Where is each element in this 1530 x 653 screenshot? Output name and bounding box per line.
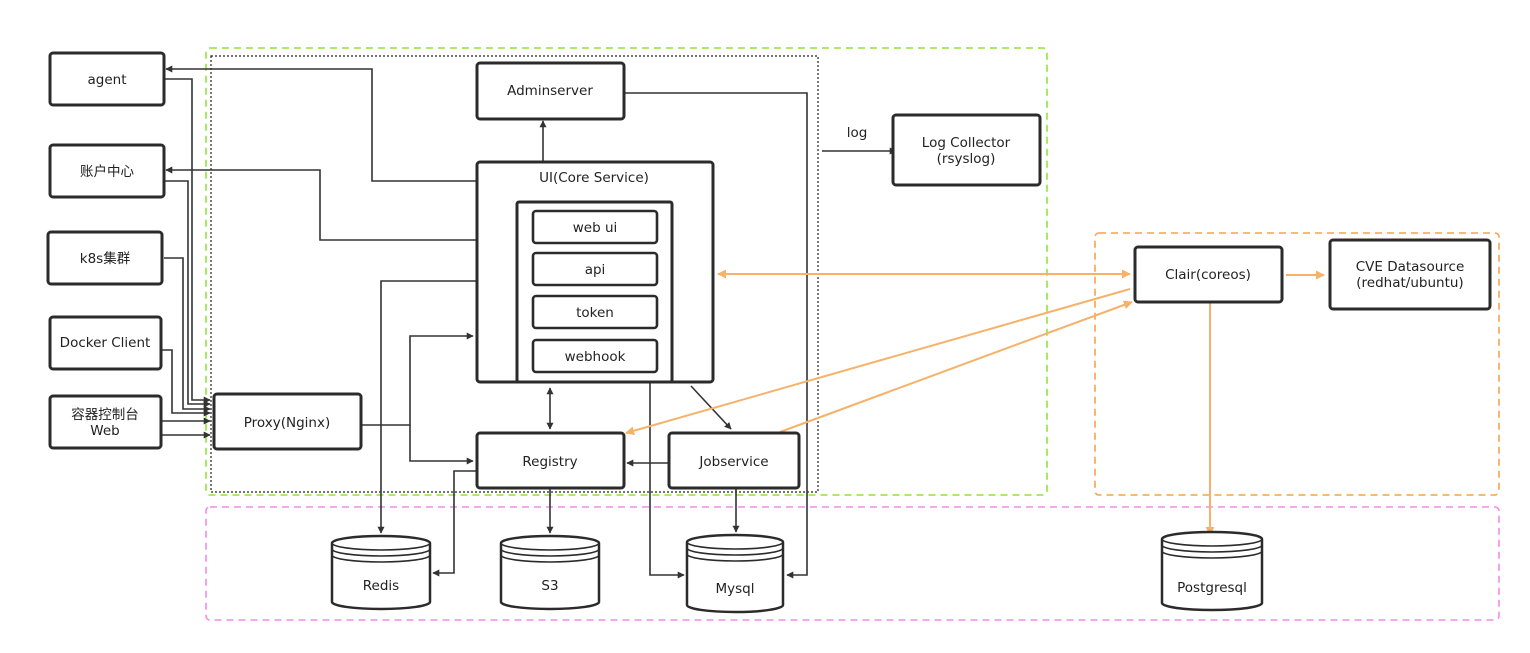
s3-label: S3 xyxy=(541,578,558,594)
connector-proxy-ui xyxy=(362,332,474,426)
postgresql-label: Postgresql xyxy=(1177,580,1247,596)
k8s-label: k8s集群 xyxy=(80,251,131,267)
connector-ui-jobservice xyxy=(690,385,732,430)
proxy-label: Proxy(Nginx) xyxy=(244,415,330,431)
api-label: api xyxy=(585,262,606,278)
storage-region xyxy=(205,506,1500,621)
connector-adminserver-mysql xyxy=(625,92,808,579)
jobservice-box: Jobservice xyxy=(667,431,801,490)
core-service-label: UI(Core Service) xyxy=(539,170,649,186)
webhook-label: webhook xyxy=(565,349,626,365)
jobservice-label: Jobservice xyxy=(698,454,768,470)
agent-label: agent xyxy=(88,72,127,88)
core-service-box: UI(Core Service) web ui api token webhoo… xyxy=(475,160,715,384)
postgresql-database-icon: Postgresql xyxy=(1160,530,1264,612)
token-box: token xyxy=(531,294,659,330)
redis-database-icon: Redis xyxy=(330,534,432,611)
webhook-box: webhook xyxy=(531,338,659,374)
container-console-label-1: 容器控制台 xyxy=(71,406,139,423)
token-label: token xyxy=(576,305,614,321)
redis-label: Redis xyxy=(363,578,399,594)
docker-client-label: Docker Client xyxy=(60,335,151,351)
orange-connectors xyxy=(625,269,1325,536)
cve-datasource-box: CVE Datasource (redhat/ubuntu) xyxy=(1328,238,1492,311)
registry-box: Registry xyxy=(475,431,626,490)
api-box: api xyxy=(531,251,659,287)
connector-ui-account-center xyxy=(165,166,476,241)
registry-label: Registry xyxy=(522,454,577,470)
connector-agent-proxy xyxy=(164,78,211,404)
clair-label: Clair(coreos) xyxy=(1165,267,1251,283)
connector-ui-agent xyxy=(165,65,476,182)
web-ui-box: web ui xyxy=(531,209,659,245)
proxy-box: Proxy(Nginx) xyxy=(212,392,363,451)
container-console-box: 容器控制台 Web xyxy=(48,394,163,450)
clair-box: Clair(coreos) xyxy=(1133,245,1284,304)
clair-region xyxy=(1094,232,1500,496)
cve-datasource-label-2: (redhat/ubuntu) xyxy=(1356,275,1463,291)
log-collector-box: Log Collector (rsyslog) xyxy=(891,113,1042,187)
connector-proxy-registry xyxy=(409,425,474,465)
web-ui-label: web ui xyxy=(573,220,618,236)
core-inner-box xyxy=(515,200,674,384)
s3-storage-icon: S3 xyxy=(499,534,601,611)
connector-k8s-proxy xyxy=(164,257,211,413)
connector-ui-redis xyxy=(377,280,476,534)
connector-ui-mysql xyxy=(649,383,685,579)
connector-clair-registry xyxy=(625,288,1131,436)
mysql-database-icon: Mysql xyxy=(685,533,785,614)
adminserver-box: Adminserver xyxy=(475,61,626,121)
dark-connectors xyxy=(162,65,897,579)
mysql-label: Mysql xyxy=(716,581,755,597)
connector-account-proxy xyxy=(164,180,211,408)
connector-registry-redis xyxy=(432,470,476,577)
container-console-label-2: Web xyxy=(90,423,119,439)
log-label: log xyxy=(847,125,868,141)
account-center-label: 账户中心 xyxy=(80,163,134,180)
log-collector-label-1: Log Collector xyxy=(922,135,1011,151)
k8s-box: k8s集群 xyxy=(46,230,164,286)
log-collector-label-2: (rsyslog) xyxy=(937,151,996,167)
cve-datasource-label-1: CVE Datasource xyxy=(1356,259,1465,275)
adminserver-label: Adminserver xyxy=(507,83,593,99)
docker-client-box: Docker Client xyxy=(48,315,163,371)
account-center-box: 账户中心 xyxy=(48,143,166,199)
connector-jobservice-clair xyxy=(779,300,1133,433)
agent-box: agent xyxy=(48,51,166,107)
connector-docker-proxy xyxy=(162,349,211,417)
